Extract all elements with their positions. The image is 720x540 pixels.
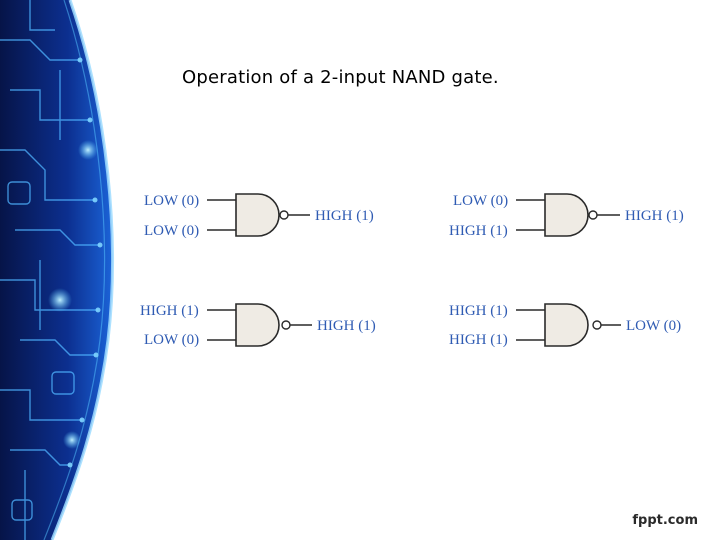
input-b-label: LOW (0) xyxy=(144,332,199,348)
output-label: HIGH (1) xyxy=(315,208,374,224)
input-a-label: LOW (0) xyxy=(144,193,199,209)
input-b-label: LOW (0) xyxy=(144,223,199,239)
input-a-label: HIGH (1) xyxy=(449,303,508,319)
circuit-board-background xyxy=(0,0,114,540)
input-a-label: LOW (0) xyxy=(453,193,508,209)
input-a-label: HIGH (1) xyxy=(140,303,199,319)
nand-gate-high-high: HIGH (1) HIGH (1) LOW (0) xyxy=(449,303,681,348)
input-b-label: HIGH (1) xyxy=(449,223,508,239)
fppt-logo: fppt.com xyxy=(632,513,698,528)
output-label: LOW (0) xyxy=(626,318,681,334)
nand-gate-high-low: HIGH (1) LOW (0) HIGH (1) xyxy=(140,303,376,348)
output-label: HIGH (1) xyxy=(317,318,376,334)
nand-gate-low-high: LOW (0) HIGH (1) HIGH (1) xyxy=(449,193,684,239)
output-label: HIGH (1) xyxy=(625,208,684,224)
input-b-label: HIGH (1) xyxy=(449,332,508,348)
nand-gate-low-low: LOW (0) LOW (0) HIGH (1) xyxy=(144,193,374,239)
slide-title: Operation of a 2-input NAND gate. xyxy=(182,67,499,88)
